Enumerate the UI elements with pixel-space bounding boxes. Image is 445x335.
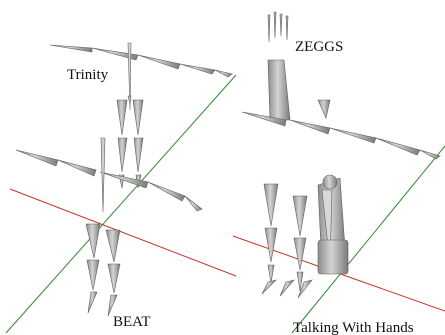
trinity-skeleton — [49, 42, 233, 189]
green-axis-right — [291, 145, 445, 334]
beat-skeleton — [15, 137, 203, 317]
talking-with-hands-label: Talking With Hands — [293, 320, 414, 335]
green-axis-left — [5, 74, 237, 334]
ground-axes — [5, 74, 445, 334]
zeggs-label: ZEGGS — [295, 39, 343, 55]
talking-with-hands-skeleton — [261, 174, 349, 299]
beat-label: BEAT — [113, 314, 151, 330]
trinity-label: Trinity — [67, 67, 109, 83]
red-axis-left — [9, 188, 237, 277]
zeggs-skeleton — [241, 11, 441, 292]
